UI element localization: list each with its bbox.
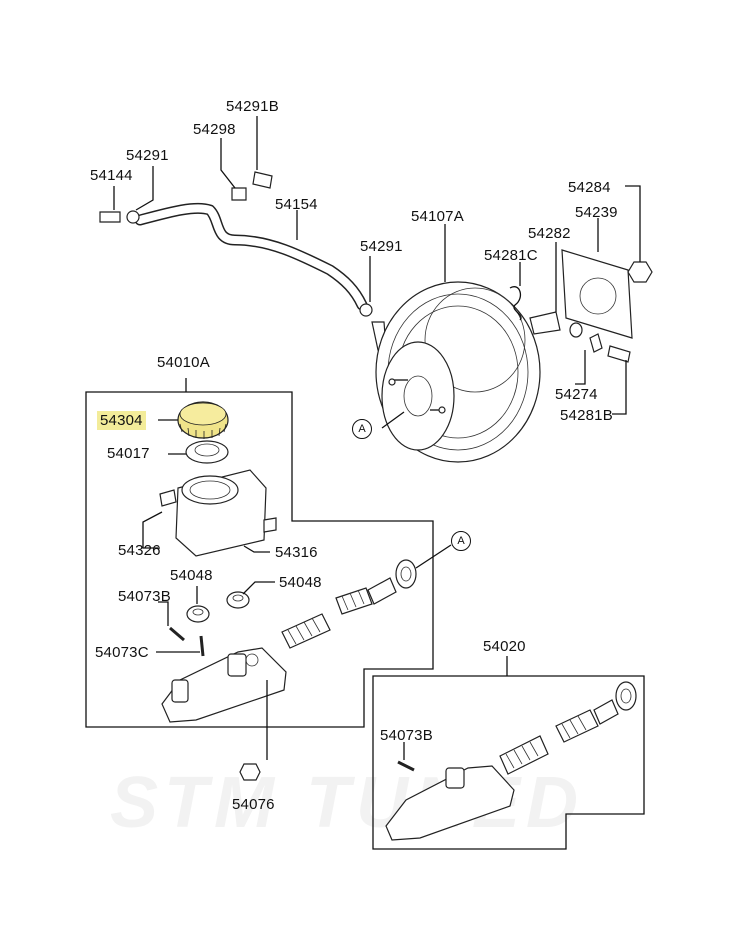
- kit-spring-secondary: [555, 709, 599, 743]
- leader-lines: [113, 116, 641, 760]
- kit-piston-seal: [615, 681, 637, 711]
- label-54281C: 54281C: [484, 247, 538, 264]
- kit-piston-rod: [593, 699, 619, 725]
- hose-tee-fitting: [231, 187, 247, 201]
- booster-stud-left: [388, 378, 396, 386]
- kit-pin-54073B: [397, 760, 415, 772]
- booster-front-face: [381, 341, 455, 451]
- label-54107A: 54107A: [411, 208, 464, 225]
- label-54291B: 54291B: [226, 98, 279, 115]
- label-54282: 54282: [528, 225, 571, 242]
- clevis-pin-54281B: [607, 345, 631, 363]
- kit-cylinder-body: [385, 765, 515, 841]
- label-54326: 54326: [118, 542, 161, 559]
- label-54281B: 54281B: [560, 407, 613, 424]
- label-54076: 54076: [232, 796, 275, 813]
- label-54020: 54020: [483, 638, 526, 655]
- master-cylinder-body: [161, 647, 287, 723]
- nut-54284: [627, 261, 653, 283]
- vacuum-hose: [134, 202, 368, 311]
- check-valve-fitting: [99, 211, 121, 223]
- reference-marker-a-cylinder: A: [451, 531, 471, 551]
- kit-spring-primary: [499, 735, 549, 775]
- label-54291-booster: 54291: [360, 238, 403, 255]
- pin-54073C: [199, 635, 205, 657]
- label-54284: 54284: [568, 179, 611, 196]
- washer-54282: [569, 322, 583, 338]
- inner-kit-box: [372, 675, 645, 850]
- reservoir-strainer: [185, 440, 229, 464]
- primary-piston-spring: [281, 613, 331, 649]
- booster-stud-right: [438, 406, 446, 414]
- label-54239: 54239: [575, 204, 618, 221]
- clevis-pin-clip: [509, 286, 522, 321]
- hose-clamp-left: [126, 210, 140, 224]
- master-cylinder-assembly-box: [85, 391, 434, 728]
- reference-marker-a-booster: A: [352, 419, 372, 439]
- label-54298: 54298: [193, 121, 236, 138]
- grommet-right: [226, 591, 250, 609]
- hose-clamp-right: [359, 303, 373, 317]
- label-54291-hose: 54291: [126, 147, 169, 164]
- retaining-clip-54274: [589, 333, 603, 353]
- label-54073C: 54073C: [95, 644, 149, 661]
- pin-54073B: [169, 626, 185, 642]
- label-54316: 54316: [275, 544, 318, 561]
- grommet-left: [186, 605, 210, 623]
- piston-rod: [367, 577, 397, 605]
- label-54274: 54274: [555, 386, 598, 403]
- bolt-54076: [239, 763, 261, 781]
- label-54144: 54144: [90, 167, 133, 184]
- label-54010A: 54010A: [157, 354, 210, 371]
- label-54154: 54154: [275, 196, 318, 213]
- label-54017: 54017: [107, 445, 150, 462]
- label-54048-right: 54048: [279, 574, 322, 591]
- hose-clip: [252, 171, 273, 189]
- piston-seal: [395, 559, 417, 589]
- secondary-piston-spring: [335, 587, 373, 615]
- label-54048-left: 54048: [170, 567, 213, 584]
- booster-gasket: [561, 249, 633, 339]
- label-54304-highlighted: 54304: [97, 411, 146, 430]
- label-54073B-kit: 54073B: [380, 727, 433, 744]
- label-54073B-assembly: 54073B: [118, 588, 171, 605]
- pushrod-clevis: [529, 311, 561, 335]
